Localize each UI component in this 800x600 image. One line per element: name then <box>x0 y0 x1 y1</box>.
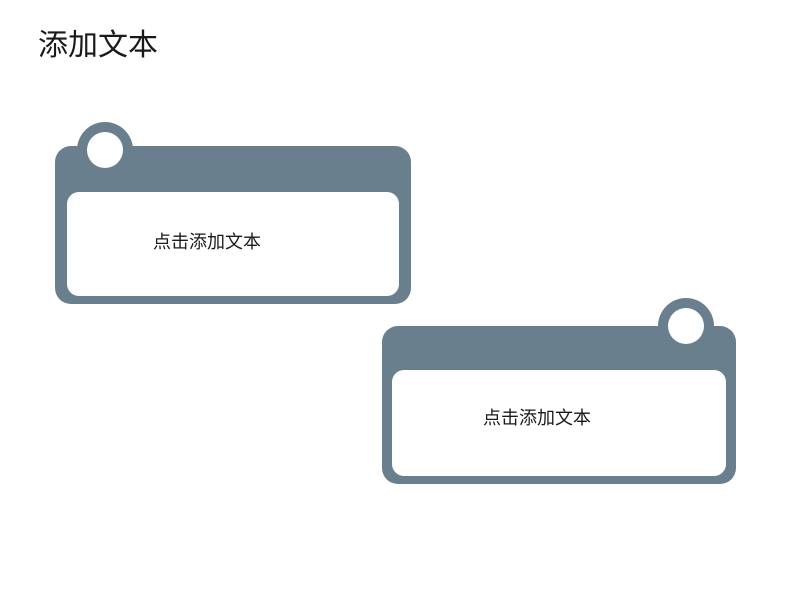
text-card-2: 点击添加文本 <box>380 298 738 486</box>
tab-circle-inner <box>668 308 704 344</box>
tab-circle-inner <box>87 132 123 168</box>
card-panel <box>392 370 726 476</box>
card-panel <box>67 192 399 296</box>
text-card-1: 点击添加文本 <box>53 120 413 306</box>
card-frame <box>382 298 736 484</box>
slide-title: 添加文本 <box>38 28 158 63</box>
card-frame <box>55 122 411 304</box>
card-text-1[interactable]: 点击添加文本 <box>153 232 261 253</box>
card-text-2[interactable]: 点击添加文本 <box>483 408 591 429</box>
